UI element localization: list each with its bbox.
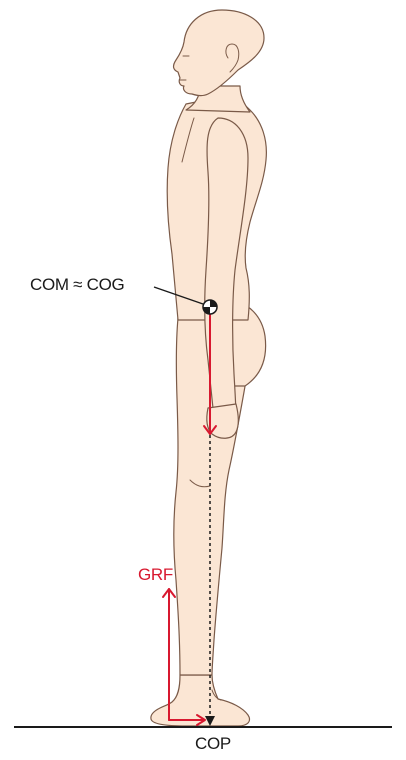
head: [174, 10, 264, 96]
center-of-mass-icon: [203, 300, 217, 314]
foot: [151, 675, 250, 726]
cop-label: COP: [195, 734, 231, 754]
grf-label: GRF: [138, 565, 173, 585]
com-cog-label: COM ≈ COG: [30, 275, 124, 295]
